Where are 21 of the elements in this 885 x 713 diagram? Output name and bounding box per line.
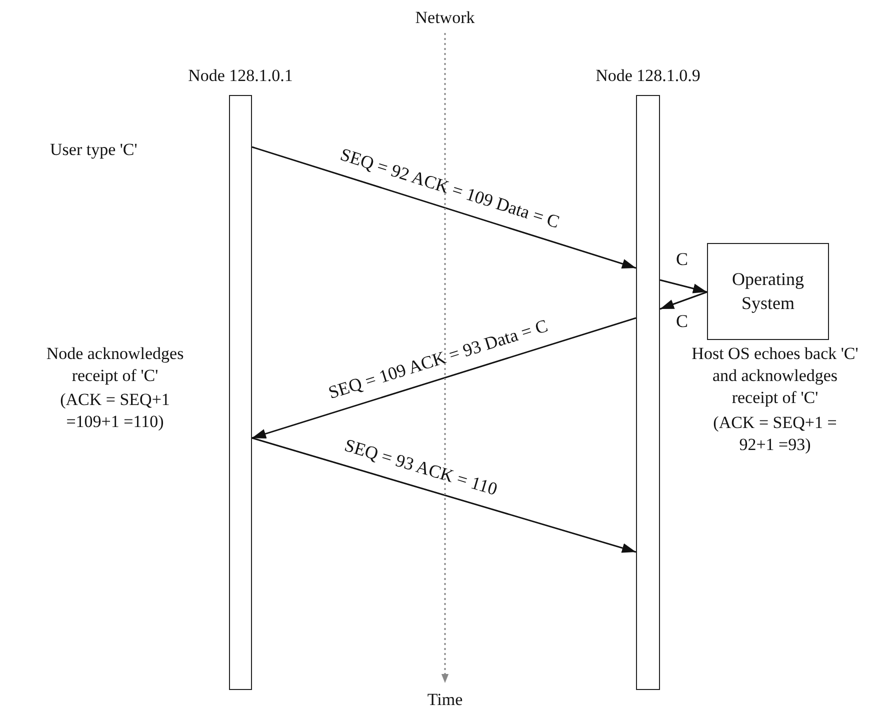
arrow [660, 291, 708, 310]
edge-label: SEQ = 93 ACK = 110 [342, 436, 500, 498]
process-box: Operating System [707, 243, 829, 340]
axis-label: Network [415, 8, 475, 28]
arrow [441, 33, 449, 683]
note-text: Node acknowledges receipt of 'C' [45, 343, 185, 388]
note-text: Host OS echoes back 'C' and acknowledges receipt of 'C' [690, 343, 860, 410]
arrow [660, 279, 708, 294]
lifeline-heading: Node 128.1.0.1 [188, 66, 293, 86]
edge-label: SEQ = 92 ACK = 109 Data = C [338, 146, 562, 232]
arrow [252, 317, 636, 439]
edge-label: SEQ = 109 ACK = 93 Data = C [326, 316, 550, 402]
arrow [252, 146, 636, 269]
arrow [252, 437, 636, 553]
lifeline-heading: Node 128.1.0.9 [596, 66, 700, 86]
edge-label: C [676, 312, 688, 330]
note-text: User type 'C' [50, 139, 138, 161]
axis-label: Time [427, 690, 463, 710]
note-text: (ACK = SEQ+1 =109+1 =110) [59, 389, 171, 434]
note-text: (ACK = SEQ+1 = 92+1 =93) [712, 412, 838, 456]
edge-label: C [676, 250, 688, 268]
